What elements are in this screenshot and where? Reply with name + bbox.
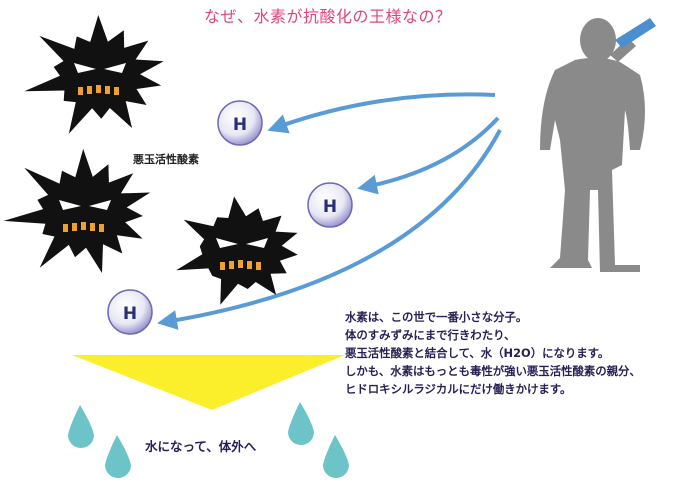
hydrogen-arrows (157, 92, 502, 330)
eye-icon (59, 200, 81, 210)
water-drop-icon (288, 402, 314, 445)
description-line: 体のすみずみにまで行きわたり、 (345, 328, 516, 342)
page-title: なぜ、水素が抗酸化の王様なの？ (204, 7, 452, 26)
description-line: 悪玉活性酸素と結合して、水（H2O）になります。 (345, 346, 610, 360)
water-drops (68, 402, 349, 478)
tooth (220, 262, 225, 270)
eye-icon (74, 63, 96, 73)
tooth (99, 224, 104, 232)
tooth (90, 223, 95, 231)
description-line: 水素は、この世で一番小さな分子。 (345, 310, 528, 324)
radical-monster (3, 148, 151, 273)
water-drop-icon (105, 435, 131, 478)
tooth (81, 222, 86, 230)
eye-icon (89, 200, 111, 210)
tooth (72, 223, 77, 231)
tooth (229, 261, 234, 269)
funnel-triangle (72, 355, 345, 410)
tooth (87, 86, 92, 94)
water-drop-icon (323, 435, 349, 478)
description-line: ヒドロキシルラジカルにだけ働きかけます。 (345, 382, 572, 396)
svg-text:H: H (123, 304, 137, 324)
eye-icon (216, 238, 238, 248)
tooth (238, 260, 243, 268)
tooth (78, 87, 83, 95)
hydrogen-atom: H (107, 289, 153, 335)
tooth (114, 87, 119, 95)
radical-monster (176, 196, 298, 305)
person-drinking-silhouette (540, 18, 645, 272)
tooth (63, 224, 68, 232)
tooth (105, 86, 110, 94)
radical-label: 悪玉活性酸素 (133, 153, 199, 166)
svg-text:H: H (323, 197, 337, 217)
hydrogen-atom: H (307, 182, 353, 228)
eye-icon (104, 63, 126, 73)
description-text: 水素は、この世で一番小さな分子。 体のすみずみにまで行きわたり、 悪玉活性酸素と… (345, 308, 641, 398)
radical-monster (24, 15, 164, 134)
tooth (96, 85, 101, 93)
tooth (247, 261, 252, 269)
water-drop-icon (68, 405, 94, 448)
eye-icon (246, 238, 268, 248)
hydrogen-atom: H (217, 100, 263, 146)
water-caption: 水になって、体外へ (145, 439, 257, 454)
description-line: しかも、水素はもっとも毒性が強い悪玉活性酸素の親分、 (345, 364, 641, 378)
water-bottle-icon (615, 18, 656, 48)
svg-text:H: H (233, 115, 247, 135)
tooth (256, 262, 261, 270)
